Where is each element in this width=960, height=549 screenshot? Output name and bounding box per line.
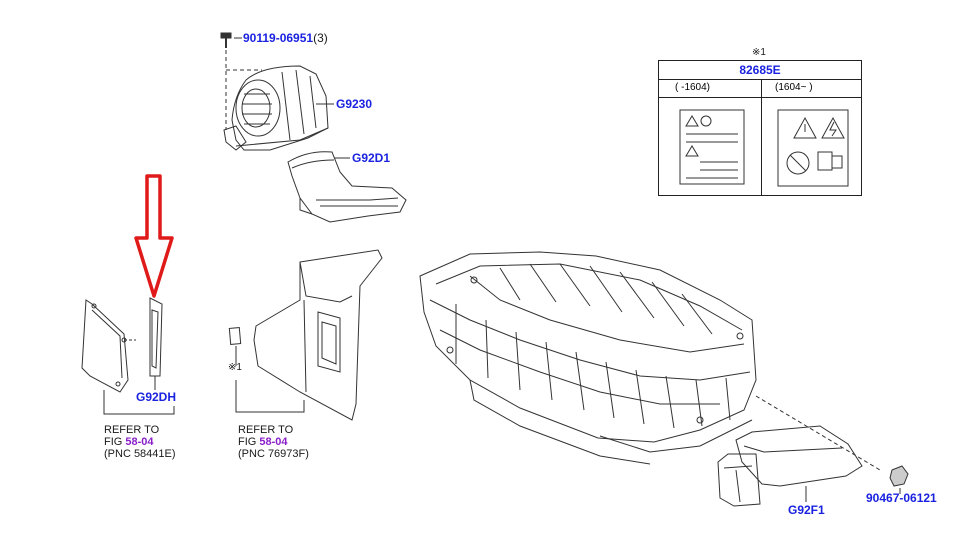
side-trim-part xyxy=(228,249,383,421)
ref-left-pnc: (PNC 58441E) xyxy=(104,448,176,460)
battery-pack-part xyxy=(419,251,757,465)
label-note-mark: ※1 xyxy=(752,47,766,58)
red-down-arrow-icon xyxy=(134,174,174,298)
part-qty: (3) xyxy=(313,31,328,45)
cover-panel-part xyxy=(81,299,136,393)
warning-triangle-icon xyxy=(793,116,817,139)
part-callout-bolt: 90119-06951(3) xyxy=(243,32,328,45)
part-number-g92d1[interactable]: G92D1 xyxy=(352,151,391,165)
duct-part xyxy=(287,151,407,223)
ref-middle-fig: FIG 58-04 xyxy=(238,436,288,448)
label-range-left: ( -1604) xyxy=(675,82,711,93)
fig-link-58-04-left[interactable]: 58-04 xyxy=(125,436,154,448)
cover-g92f1-part xyxy=(717,425,863,507)
caution-label-table: 82685E ( -1604) (1604~ ) xyxy=(658,60,862,196)
ref-middle-refer: REFER TO xyxy=(238,424,294,436)
note-mark: ※1 xyxy=(228,362,242,373)
caution-label-left xyxy=(679,109,745,185)
label-range-right: (1604~ ) xyxy=(775,82,813,93)
fig-link-58-04-middle[interactable]: 58-04 xyxy=(259,436,288,448)
part-number-g92f1[interactable]: G92F1 xyxy=(788,503,825,517)
part-number-82685e[interactable]: 82685E xyxy=(739,63,781,77)
ref-left-fig: FIG 58-04 xyxy=(104,436,154,448)
label-table-divider xyxy=(761,79,762,195)
electric-shock-icon xyxy=(821,116,845,139)
gasket-part xyxy=(149,297,163,390)
bolt-icon xyxy=(220,32,232,48)
part-number-90119-06951[interactable]: 90119-06951 xyxy=(243,31,314,45)
ref-middle-pnc: (PNC 76973F) xyxy=(238,448,309,460)
part-number-g92dh[interactable]: G92DH xyxy=(136,390,177,404)
part-number-90467-06121[interactable]: 90467-06121 xyxy=(866,491,937,505)
ref-middle-fig-prefix: FIG xyxy=(238,436,260,448)
part-number-g9230[interactable]: G9230 xyxy=(336,97,373,111)
clip-icon xyxy=(889,465,909,494)
no-fire-icon xyxy=(786,151,810,175)
caution-label-right xyxy=(777,109,849,187)
blower-fan-part xyxy=(223,65,329,151)
ref-left-fig-prefix: FIG xyxy=(104,436,126,448)
ref-left-refer: REFER TO xyxy=(104,424,160,436)
